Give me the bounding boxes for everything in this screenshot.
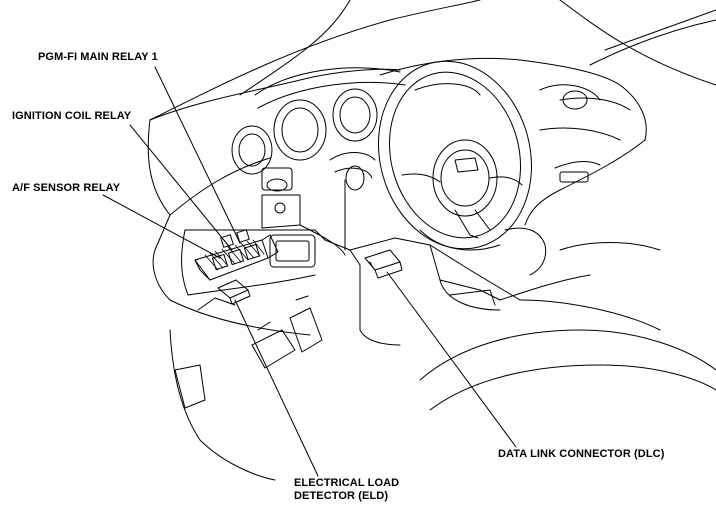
windshield-frame: [150, 0, 716, 120]
leader-ignition-coil-relay: [130, 125, 232, 250]
dashboard-top: [148, 60, 646, 225]
lower-dashboard: [153, 215, 520, 345]
label-ignition-coil-relay: IGNITION COIL RELAY: [12, 110, 132, 122]
leader-lines: [103, 67, 516, 476]
gauge-cluster: [232, 68, 600, 174]
label-eld-line1: ELECTRICAL LOAD: [294, 477, 400, 489]
pedals: [252, 296, 322, 368]
center-stack: [262, 153, 375, 256]
label-af-sensor-relay: A/F SENSOR RELAY: [12, 182, 121, 194]
eld-unit: [218, 280, 250, 304]
door-panel: [170, 330, 275, 480]
relay-box: [195, 230, 278, 280]
label-pgm-fi-main-relay: PGM-FI MAIN RELAY 1: [38, 51, 158, 63]
leader-af-sensor-relay: [103, 195, 220, 258]
steering-wheel: [358, 44, 552, 275]
center-console: [420, 243, 716, 411]
dlc-connector: [365, 250, 402, 278]
leader-pgm-fi-main-relay: [155, 67, 240, 243]
leader-eld: [235, 300, 318, 476]
leader-dlc: [387, 272, 516, 447]
label-data-link-connector: DATA LINK CONNECTOR (DLC): [498, 448, 665, 460]
label-eld-line2: DETECTOR (ELD): [294, 490, 389, 502]
